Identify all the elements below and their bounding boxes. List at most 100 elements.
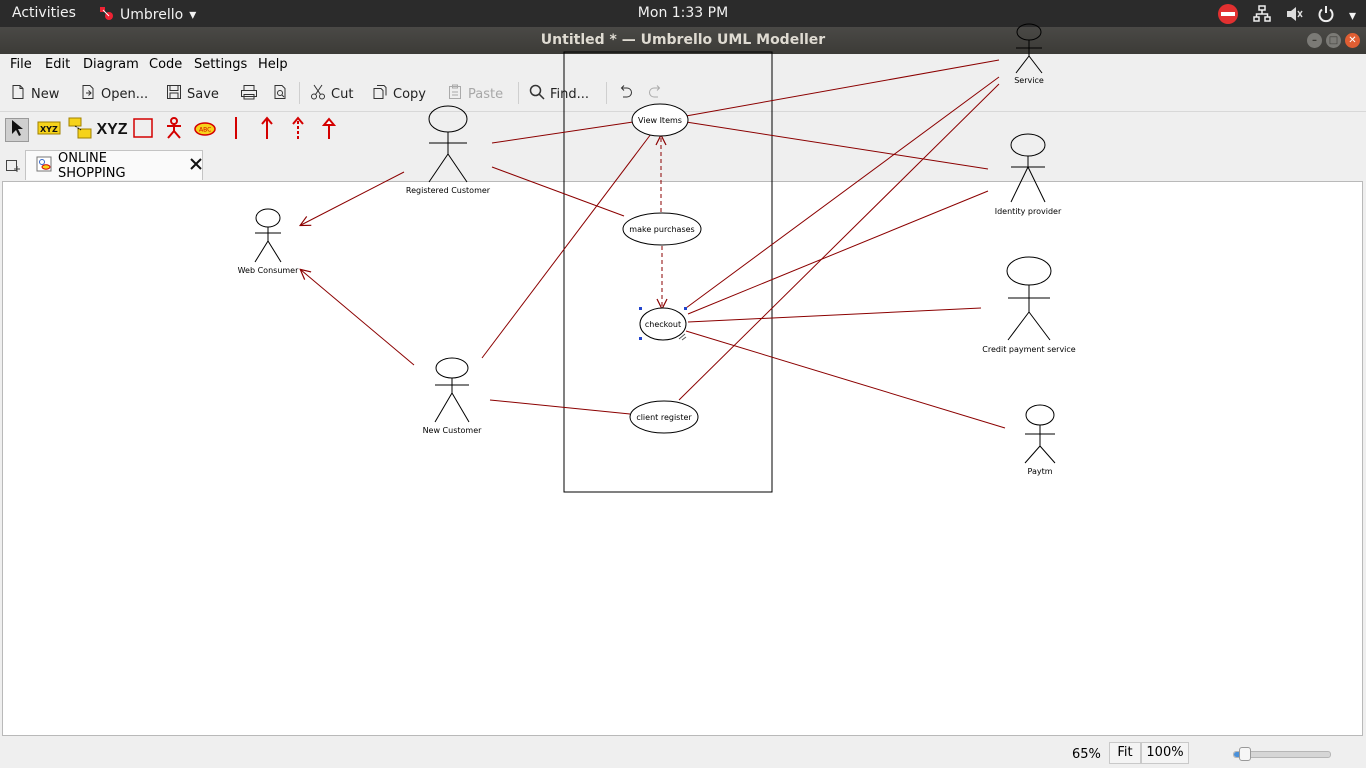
svg-text:ABC: ABC — [199, 126, 211, 133]
association-line[interactable] — [685, 59, 1000, 117]
do-not-disturb-icon[interactable] — [1217, 3, 1239, 29]
generalization-line[interactable] — [301, 270, 415, 366]
open-button[interactable]: Open... — [80, 84, 148, 104]
chevron-down-icon[interactable]: ▾ — [1348, 8, 1356, 24]
cut-button[interactable]: Cut — [310, 84, 353, 104]
gnome-top-bar: Activities Umbrello ▾ Mon 1:33 PM ▾ — [0, 0, 1366, 27]
usecase-label: checkout — [645, 320, 681, 329]
unidirectional-association-tool[interactable] — [317, 117, 341, 142]
usecase-client-register[interactable] — [629, 400, 699, 434]
chevron-down-icon: ▾ — [189, 7, 197, 23]
box-tool[interactable] — [131, 118, 155, 142]
actor-label: Web Consumer — [238, 266, 299, 275]
zoom-slider[interactable] — [1233, 747, 1331, 761]
association-line[interactable] — [687, 190, 989, 315]
select-tool[interactable] — [5, 118, 29, 142]
usecase-tool[interactable]: ABC — [193, 118, 217, 142]
open-document-icon — [80, 84, 96, 104]
association-line[interactable] — [491, 166, 625, 217]
zoom-level: 65% — [1072, 747, 1101, 762]
association-line[interactable] — [489, 399, 631, 415]
actor-service[interactable] — [1015, 23, 1043, 74]
actor-label: Paytm — [1027, 467, 1052, 476]
text-tool[interactable]: XYZ — [96, 118, 127, 142]
minimize-button[interactable]: – — [1307, 33, 1322, 48]
association-line-icon — [233, 116, 239, 144]
paste-button[interactable]: Paste — [447, 84, 503, 104]
actor-registered-customer[interactable] — [428, 105, 468, 183]
find-button[interactable]: Find... — [529, 84, 589, 104]
close-tab-icon[interactable] — [190, 157, 202, 174]
menu-settings[interactable]: Settings — [194, 57, 248, 72]
app-menu[interactable]: Umbrello ▾ — [98, 5, 196, 25]
menu-help[interactable]: Help — [258, 57, 288, 72]
actor-web-consumer[interactable] — [254, 208, 282, 263]
save-button[interactable]: Save — [166, 84, 219, 104]
selection-handles[interactable] — [639, 307, 687, 340]
association-line[interactable] — [685, 121, 989, 170]
actor-label: New Customer — [423, 426, 483, 435]
power-icon[interactable] — [1317, 5, 1335, 27]
menu-bar: File Edit Diagram Code Settings Help — [0, 54, 1366, 76]
actor-icon — [164, 117, 184, 143]
new-button[interactable]: New — [10, 84, 59, 104]
new-document-icon — [10, 84, 26, 104]
arrow-up-icon — [260, 116, 274, 144]
redo-button[interactable] — [648, 84, 664, 104]
search-icon — [529, 84, 545, 104]
association-line[interactable] — [685, 76, 1000, 309]
main-toolbar: New Open... Save Cut Copy Paste Find... — [0, 76, 1366, 112]
tab-label: ONLINE SHOPPING — [58, 150, 126, 181]
print-preview-button[interactable] — [272, 84, 288, 104]
association-line[interactable] — [481, 133, 652, 359]
print-button[interactable] — [240, 84, 258, 104]
copy-button[interactable]: Copy — [372, 84, 426, 104]
menu-edit[interactable]: Edit — [45, 57, 71, 72]
zoom-fit-button[interactable]: Fit — [1109, 742, 1141, 764]
note-tool[interactable]: XYZ — [37, 118, 61, 142]
menu-file[interactable]: File — [10, 57, 32, 72]
new-diagram-icon[interactable] — [5, 158, 21, 178]
actor-new-customer[interactable] — [434, 357, 470, 423]
dependency-tool[interactable] — [286, 116, 310, 142]
actor-paytm[interactable] — [1024, 404, 1056, 464]
actor-identity-provider[interactable] — [1010, 133, 1046, 203]
activities-button[interactable]: Activities — [12, 5, 76, 21]
association-line[interactable] — [685, 330, 1006, 429]
note-icon: XYZ — [37, 119, 61, 141]
usecase-make-purchases[interactable] — [622, 212, 702, 246]
system-boundary[interactable] — [563, 51, 773, 493]
actor-credit-payment-service[interactable] — [1006, 256, 1052, 341]
zoom-100-button[interactable]: 100% — [1141, 742, 1189, 764]
clock[interactable]: Mon 1:33 PM — [637, 5, 729, 21]
anchor-tool[interactable] — [68, 117, 92, 142]
diagram-canvas[interactable]: View Items make purchases checkout clien… — [2, 23, 1363, 736]
network-icon[interactable] — [1253, 5, 1271, 27]
actor-tool[interactable] — [162, 117, 186, 143]
generalization-tool[interactable] — [255, 116, 279, 144]
tab-online-shopping[interactable]: ONLINE SHOPPING — [25, 150, 203, 181]
actor-label: Service — [1014, 76, 1044, 85]
resize-grip-icon[interactable] — [678, 333, 687, 341]
usecase-diagram-icon — [36, 156, 52, 176]
usecase-icon: ABC — [194, 121, 216, 140]
svg-text:XYZ: XYZ — [40, 125, 58, 134]
menu-diagram[interactable]: Diagram — [83, 57, 139, 72]
volume-muted-icon[interactable] — [1285, 5, 1303, 27]
copy-icon — [372, 84, 388, 104]
usecase-view-items[interactable] — [631, 103, 689, 137]
maximize-button[interactable]: □ — [1326, 33, 1341, 48]
association-tool[interactable] — [224, 116, 248, 144]
usecase-checkout[interactable] — [639, 307, 687, 341]
usecase-label: View Items — [638, 116, 682, 125]
undo-button[interactable] — [617, 84, 633, 104]
menu-code[interactable]: Code — [149, 57, 183, 72]
association-line[interactable] — [678, 83, 1000, 401]
association-line[interactable] — [687, 307, 982, 323]
usecase-label: client register — [636, 413, 692, 422]
association-line[interactable] — [491, 121, 634, 144]
zoom-slider-handle[interactable] — [1239, 747, 1251, 761]
paste-icon — [447, 84, 463, 104]
generalization-line[interactable] — [301, 171, 405, 225]
close-window-button[interactable]: ✕ — [1345, 33, 1360, 48]
